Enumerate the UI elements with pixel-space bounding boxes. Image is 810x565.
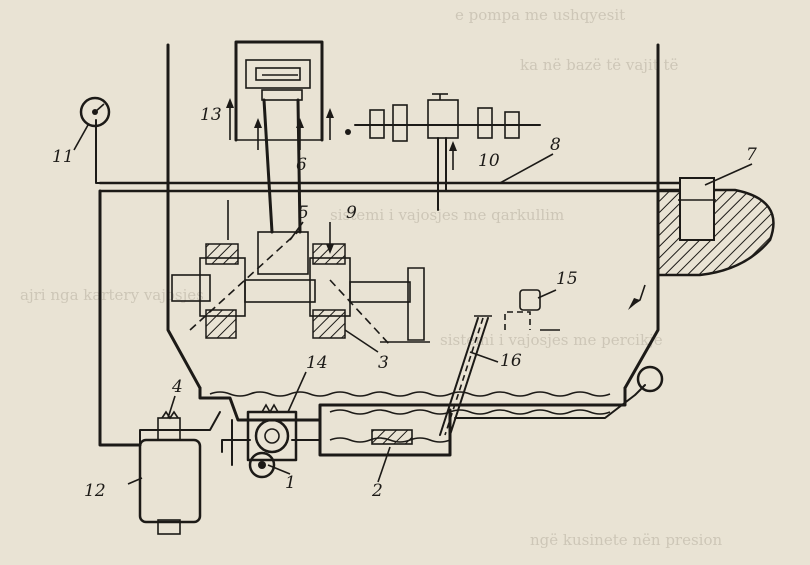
label-6: 6 xyxy=(296,155,307,175)
return-pipe xyxy=(454,365,664,419)
breather xyxy=(504,289,560,331)
bg-text-line: ka në bazë të vajit të xyxy=(520,56,679,74)
bg-text-line: ajri nga kartery vajosjes xyxy=(20,286,204,304)
bg-text-line: e pompa me ushqyesit xyxy=(455,6,625,24)
leader-lines xyxy=(73,124,753,485)
background-text: e pompa me ushqyesit ka në bazë të vajit… xyxy=(20,6,723,549)
engine-block xyxy=(166,40,660,390)
oil-filter xyxy=(138,410,202,535)
label-12: 12 xyxy=(84,481,106,501)
drain-plug xyxy=(371,429,413,445)
oil-pump xyxy=(246,403,298,479)
bg-text-line: sistemi i vajosjes me qarkullim xyxy=(330,206,564,224)
label-3: 3 xyxy=(378,353,389,373)
dipstick xyxy=(439,315,492,436)
bg-text-line: sistemi i vajosjes me percikje xyxy=(440,331,663,349)
label-14: 14 xyxy=(306,353,328,373)
camshaft xyxy=(345,93,541,211)
label-7: 7 xyxy=(746,145,757,165)
oil-gallery xyxy=(95,119,702,447)
bg-text-line: ngë kusinete nën presion xyxy=(530,531,723,549)
label-11: 11 xyxy=(52,147,74,167)
crankshaft xyxy=(171,98,430,346)
part-labels: 1 2 3 4 5 6 7 8 9 10 11 12 13 14 15 16 xyxy=(52,105,757,501)
label-13: 13 xyxy=(200,105,222,125)
label-8: 8 xyxy=(550,135,561,155)
label-16: 16 xyxy=(500,351,522,371)
label-5: 5 xyxy=(298,203,309,223)
label-10: 10 xyxy=(478,151,500,171)
oil-sump xyxy=(198,386,627,457)
label-2: 2 xyxy=(371,481,383,501)
label-9: 9 xyxy=(346,203,357,223)
label-1: 1 xyxy=(285,473,296,493)
label-4: 4 xyxy=(171,377,183,397)
filter-housing xyxy=(628,177,775,310)
label-15: 15 xyxy=(556,269,578,289)
pressure-gauge xyxy=(79,96,111,128)
flow-arrows xyxy=(226,98,457,254)
